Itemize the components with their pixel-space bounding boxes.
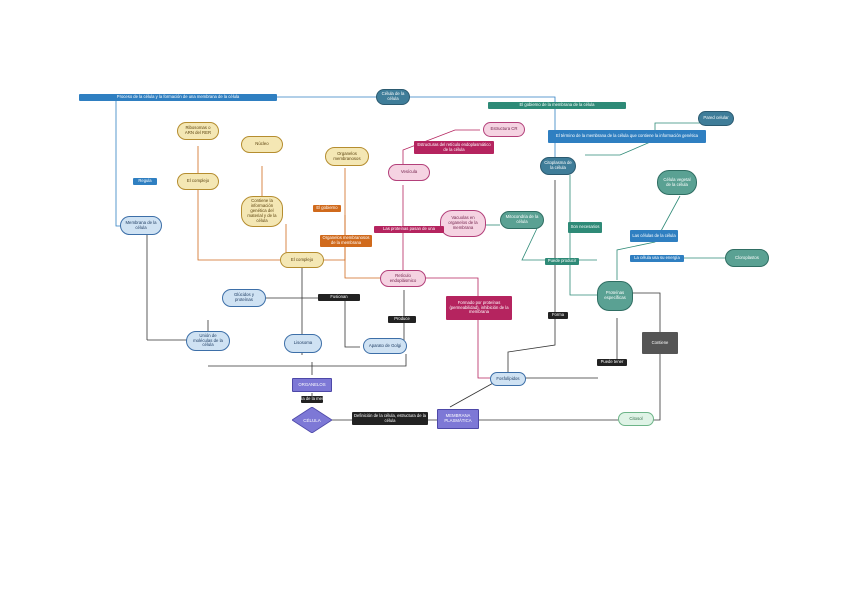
tag-el-termino: El término de la membrana de la célula q… (548, 130, 706, 143)
diamond-shape (292, 407, 332, 433)
tag-produce: Produce (388, 316, 416, 323)
node-pared-celular[interactable]: Pared celular (698, 111, 734, 126)
tag-organelos-mem: Organelos membranosos de la membrana (320, 235, 372, 247)
node-organelos-cel[interactable]: ORGANELOS (292, 378, 332, 392)
node-cell-top[interactable]: Célula de la célula (376, 89, 410, 105)
node-glucidos[interactable]: Glúcidos y proteínas (222, 289, 266, 307)
tag-la-celula-mitad: La célula de la membrana (301, 396, 323, 403)
node-cont-genet[interactable]: Contiene la información genética del mat… (241, 196, 283, 227)
node-membrana-plasm[interactable]: MEMBRANA PLASMÁTICA (437, 409, 479, 429)
tag-estructura-ret: Estructuras del retículo endoplasmático … (414, 141, 494, 154)
tag-contiene: Contiene (642, 332, 678, 354)
node-proteinas-esp[interactable]: Proteínas específicas (597, 281, 633, 311)
celula-label: CÉLULA (303, 417, 321, 423)
node-organelos[interactable]: Organelos membranosos (325, 147, 369, 166)
node-ribosomas[interactable]: Ribosomas o ARN del RER (177, 122, 219, 140)
node-cloroplastos[interactable]: Cloroplastos (725, 249, 769, 267)
tag-forma: Forma (548, 312, 568, 319)
tag-puede-producir: Puede producir (545, 258, 579, 265)
node-citoplasma-main[interactable]: Citoplasma de la célula (540, 157, 576, 175)
tag-top-process: Proceso de la célula y la formación de u… (79, 94, 277, 101)
node-union-mol[interactable]: Unión de moléculas de la célula (186, 331, 230, 351)
tag-cell-gov: El gobierno de la membrana de la célula (488, 102, 626, 109)
tag-son-necesarios: Son necesarios (568, 222, 602, 233)
tag-definicion: Definición de la célula, estructura de l… (352, 412, 428, 425)
node-vesicula[interactable]: Vesícula (388, 164, 430, 181)
node-lisosoma[interactable]: Lisosoma (284, 334, 322, 353)
tag-formado: Formado por proteínas (permeabilidad), i… (446, 296, 512, 320)
node-ret-endo[interactable]: Retículo endoplásmico (380, 270, 426, 287)
node-membrana-celula[interactable]: Membrana de la célula (120, 216, 162, 235)
node-mitocondria[interactable]: Mitocondria de la célula (500, 211, 544, 229)
node-complejo-main[interactable]: El complejo (280, 252, 324, 268)
node-vacuolas[interactable]: Vacuolas en organelos de la membrana (440, 210, 486, 237)
tag-regula: Regula (133, 178, 157, 185)
node-estructura[interactable]: Estructura CR (483, 122, 525, 137)
node-aparato-golgi[interactable]: Aparato de Golgi (363, 338, 407, 354)
tag-el-gobierno: El gobierno (313, 205, 341, 212)
tag-las-proteinas: Las proteínas pasan de una (374, 226, 444, 233)
tag-puede-tener: Puede tener (597, 359, 627, 366)
node-citosol[interactable]: Citosol (618, 412, 654, 426)
tag-las-celulas: Las células de la célula (630, 230, 678, 242)
tag-fusionan: Fusionan (318, 294, 360, 301)
node-celula-vegetal[interactable]: Célula vegetal de la célula (657, 170, 697, 195)
node-complejo[interactable]: El complejo (177, 173, 219, 190)
node-fosfolipidos[interactable]: Fosfolípidos (490, 372, 526, 386)
node-celula-diamond[interactable]: CÉLULA (292, 407, 332, 433)
tag-la-celula-usa: La célula usa su energía (630, 255, 684, 262)
node-nucleolo[interactable]: Núcleo (241, 136, 283, 153)
